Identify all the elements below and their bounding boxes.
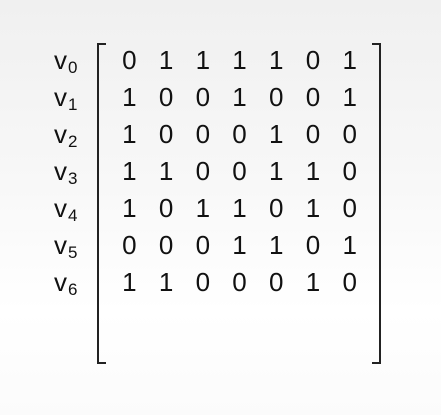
row-label-subscript: 2: [68, 132, 78, 151]
row-label-v0: v0: [54, 42, 94, 79]
matrix-cell: 1: [269, 230, 284, 260]
matrix-cell: 0: [269, 193, 284, 223]
matrix-cell: 0: [158, 193, 174, 223]
row-label-v3: v3: [54, 153, 94, 190]
matrix-cell: 0: [122, 45, 137, 75]
matrix-cell: 1: [122, 193, 137, 223]
matrix-row: 1 1 0 0 0 1 0: [111, 264, 368, 301]
row-label-subscript: 6: [68, 280, 78, 299]
row-label-base: v: [54, 267, 67, 297]
right-bracket: [372, 43, 381, 364]
row-label-v2: v2: [54, 116, 94, 153]
row-label-v4: v4: [54, 190, 94, 227]
row-label-subscript: 5: [68, 243, 78, 262]
matrix-cell: 0: [342, 156, 357, 186]
matrix-cell: 1: [305, 156, 321, 186]
matrix-cell: 0: [232, 119, 247, 149]
matrix-cell: 1: [122, 119, 137, 149]
matrix-row: 0 1 1 1 1 0 1: [111, 42, 368, 79]
matrix-cell: 0: [158, 119, 174, 149]
matrix-cell: 1: [232, 230, 247, 260]
row-label-v5: v5: [54, 227, 94, 264]
row-label-v6: v6: [54, 264, 94, 301]
matrix-cell: 0: [305, 82, 321, 112]
matrix-cell: 1: [269, 156, 284, 186]
matrix-cell: 1: [122, 267, 137, 297]
row-label-subscript: 3: [68, 169, 78, 188]
matrix-cell: 0: [195, 119, 211, 149]
matrix-row: 1 1 0 0 1 1 0: [111, 153, 368, 190]
matrix-cell: 1: [158, 45, 174, 75]
row-label-base: v: [54, 156, 67, 186]
matrix-cell: 1: [158, 267, 174, 297]
matrix-cell: 1: [269, 119, 284, 149]
matrix-cell: 1: [232, 193, 247, 223]
matrix-cell: 0: [195, 230, 211, 260]
matrix-cell: 0: [122, 230, 137, 260]
matrix-cell: 1: [342, 82, 357, 112]
matrix-cell: 1: [342, 230, 357, 260]
matrix-cell: 0: [305, 45, 321, 75]
matrix-row: 1 0 1 1 0 1 0: [111, 190, 368, 227]
matrix-cell: 0: [195, 156, 211, 186]
matrix-cell: 0: [342, 267, 357, 297]
row-label-subscript: 1: [68, 95, 78, 114]
matrix-cell: 1: [158, 156, 174, 186]
matrix-cell: 1: [269, 45, 284, 75]
row-label-base: v: [54, 119, 67, 149]
row-label-subscript: 0: [68, 58, 78, 77]
matrix-cell: 0: [342, 119, 357, 149]
row-label-base: v: [54, 82, 67, 112]
matrix-cell: 0: [305, 119, 321, 149]
row-label-base: v: [54, 230, 67, 260]
matrix-cell: 0: [232, 156, 247, 186]
matrix-cell: 1: [122, 82, 137, 112]
matrix-cell: 0: [269, 82, 284, 112]
row-label-subscript: 4: [68, 206, 78, 225]
row-label-base: v: [54, 45, 67, 75]
matrix-cell: 0: [158, 82, 174, 112]
matrix-cell: 1: [305, 193, 321, 223]
matrix-row: 1 0 0 0 1 0 0: [111, 116, 368, 153]
matrix-cell: 0: [195, 267, 211, 297]
row-label-base: v: [54, 193, 67, 223]
matrix-cell: 1: [342, 45, 357, 75]
matrix-cell: 0: [232, 267, 247, 297]
left-bracket: [97, 43, 106, 364]
matrix-cell: 1: [195, 45, 211, 75]
matrix-cell: 1: [195, 193, 211, 223]
matrix-cell: 1: [232, 82, 247, 112]
matrix-cell: 0: [269, 267, 284, 297]
matrix-cell: 0: [305, 230, 321, 260]
matrix-cell: 0: [195, 82, 211, 112]
matrix-row: 1 0 0 1 0 0 1: [111, 79, 368, 116]
row-label-v1: v1: [54, 79, 94, 116]
matrix-cell: 1: [122, 156, 137, 186]
row-labels: v0 v1 v2 v3 v4 v5 v6: [54, 42, 94, 301]
matrix-row: 0 0 0 1 1 0 1: [111, 227, 368, 264]
matrix-cell: 0: [342, 193, 357, 223]
matrix-body: 0 1 1 1 1 0 1 1 0 0 1 0 0 1 1 0 0 0 1 0 …: [111, 42, 368, 301]
matrix-cell: 0: [158, 230, 174, 260]
matrix-cell: 1: [305, 267, 321, 297]
matrix-cell: 1: [232, 45, 247, 75]
